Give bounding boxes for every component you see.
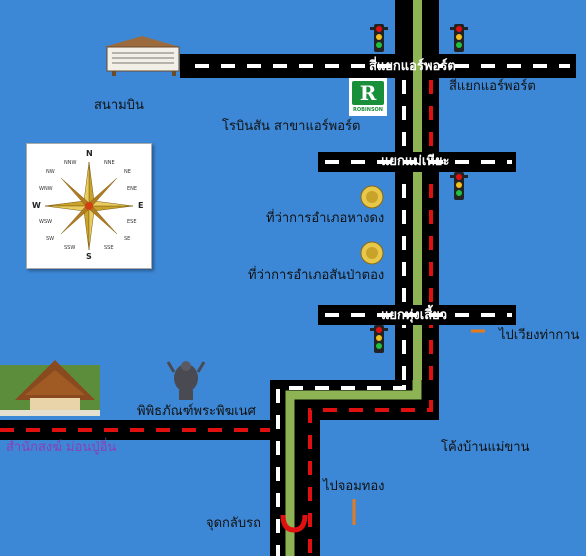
temple-icon — [0, 360, 100, 416]
airport-intersection-east-label: สี่แยกแอร์พอร์ต — [449, 79, 536, 94]
compass-ene: ENE — [127, 186, 138, 192]
compass-nne: NNE — [104, 160, 115, 166]
airport-sign-icon — [104, 36, 180, 76]
robinson-logo-text: ROBINSON — [353, 107, 383, 113]
robinson-logo: R ROBINSON — [349, 78, 387, 116]
traffic-light-icon — [370, 24, 388, 52]
compass-ssw: SSW — [64, 245, 76, 251]
traffic-light-icon — [370, 325, 388, 353]
robinson-label: โรบินสัน สาขาแอร์พอร์ต — [222, 119, 361, 134]
compass-s: S — [86, 252, 92, 261]
compass-ese: ESE — [127, 219, 137, 225]
lower-road-median — [285, 380, 422, 556]
lower-road-red-dashes — [308, 400, 433, 556]
to-wiang-label: ไปเวียงท่ากาน — [499, 328, 580, 343]
compass-wsw: WSW — [39, 219, 53, 225]
svg-text:R: R — [360, 81, 377, 105]
compass-ne: NE — [124, 169, 131, 175]
airport-label: สนามบิน — [94, 98, 144, 113]
u-turn-label: จุดกลับรถ — [206, 516, 262, 531]
traffic-light-icon — [450, 172, 468, 200]
main-road-median — [413, 0, 422, 395]
san-pa-tong-office-label: ที่ว่าการอำเภอสันป่าตอง — [248, 268, 385, 283]
airport-intersection-label: สี่แยกแอร์พอร์ต — [369, 59, 456, 74]
compass-n: N — [86, 149, 93, 158]
compass-w: W — [32, 201, 41, 210]
ganesh-statue-icon — [166, 361, 206, 400]
museum-label: พิพิธภัณฑ์พระพิฆเนศ — [137, 404, 256, 419]
hang-dong-office-label: ที่ว่าการอำเภอหางดง — [266, 211, 385, 226]
traffic-light-icon — [450, 24, 468, 52]
compass-nw: NW — [46, 169, 55, 175]
u-turn-icon — [280, 514, 308, 533]
compass-se: SE — [124, 236, 131, 242]
compass-star-icon — [44, 161, 134, 251]
district-seal-icon — [360, 241, 384, 265]
temple-label: สำนักสงฆ์ ม่อนปู่อิ่น — [6, 440, 117, 455]
compass-rose: N E S W NNW NNE NW NE WNW ENE WSW ESE SW… — [26, 143, 152, 269]
district-seal-icon — [360, 185, 384, 209]
mae-hia-intersection-label: แยกแม่เหียะ — [381, 154, 450, 169]
lower-road-white-dashes — [276, 385, 406, 556]
robinson-logo-mark: R — [352, 81, 384, 105]
thung-siao-intersection-label: แยกทุ่งเสี้ยว — [381, 308, 448, 323]
compass-e: E — [138, 201, 144, 210]
to-chom-thong-label: ไปจอมทอง — [323, 479, 385, 494]
compass-sw: SW — [46, 236, 55, 242]
compass-sse: SSE — [104, 245, 114, 251]
curve-label: โค้งบ้านแม่ขาน — [441, 440, 530, 455]
compass-nnw: NNW — [64, 160, 77, 166]
compass-wnw: WNW — [39, 186, 53, 192]
